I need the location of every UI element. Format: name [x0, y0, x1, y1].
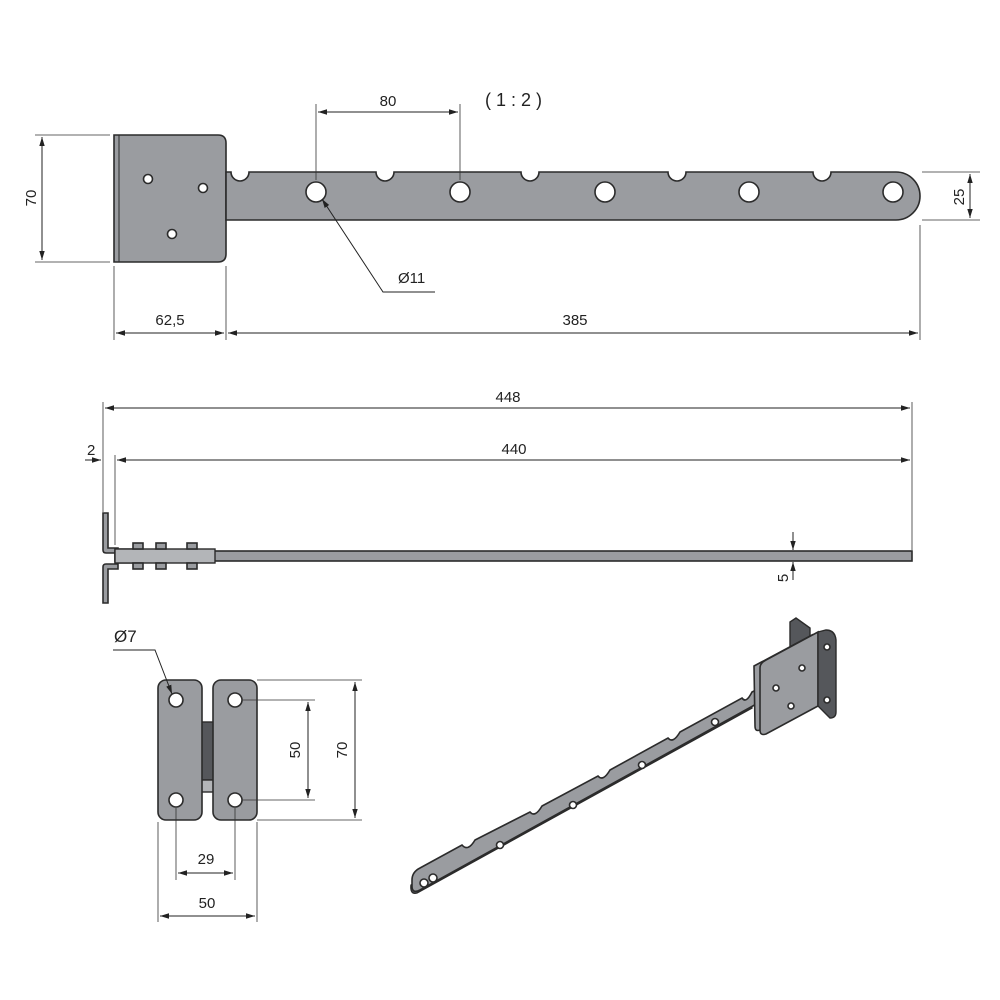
- dim-hole-pitch: 80: [380, 93, 397, 110]
- arm-hole: [882, 181, 904, 203]
- dim-offset: 2: [87, 442, 95, 459]
- dim-thickness: 5: [775, 574, 792, 582]
- arm-hole: [594, 181, 616, 203]
- iso-plate: [759, 630, 819, 736]
- arm-side: [114, 550, 913, 562]
- dim-arm-length: 385: [562, 312, 587, 329]
- dim-front-plate-width: 50: [199, 895, 216, 912]
- arm: [225, 171, 921, 221]
- iso-arm: [411, 686, 761, 893]
- arm-hole: [738, 181, 760, 203]
- plate-hole: [166, 228, 178, 240]
- dim-overall-length: 448: [495, 389, 520, 406]
- dim-hole-spacing-v: 50: [287, 742, 304, 759]
- scale-label: ( 1 : 2 ): [485, 90, 542, 110]
- side-view: 448 440 2 5: [85, 389, 913, 604]
- dim-plate-height: 70: [23, 190, 40, 207]
- dim-plate-width: 62,5: [155, 312, 184, 329]
- dim-arm-length-side: 440: [501, 441, 526, 458]
- plate-hole: [142, 173, 154, 185]
- arm-hole: [305, 181, 327, 203]
- dim-bolt-hole: Ø7: [114, 627, 137, 646]
- top-view: 70 80 Ø11 25 62,5 385: [23, 93, 980, 340]
- dim-front-plate-height: 70: [334, 742, 351, 759]
- arm-hole: [449, 181, 471, 203]
- left-plate: [157, 679, 203, 821]
- isometric-view: [410, 617, 837, 895]
- dim-hole-spacing-h: 29: [198, 851, 215, 868]
- dim-hole-diameter: Ø11: [398, 270, 425, 287]
- front-view: Ø7 50 70 29 50: [113, 627, 362, 922]
- dim-arm-width: 25: [951, 189, 968, 206]
- plate-hole: [197, 182, 209, 194]
- mounting-plate: [113, 134, 227, 263]
